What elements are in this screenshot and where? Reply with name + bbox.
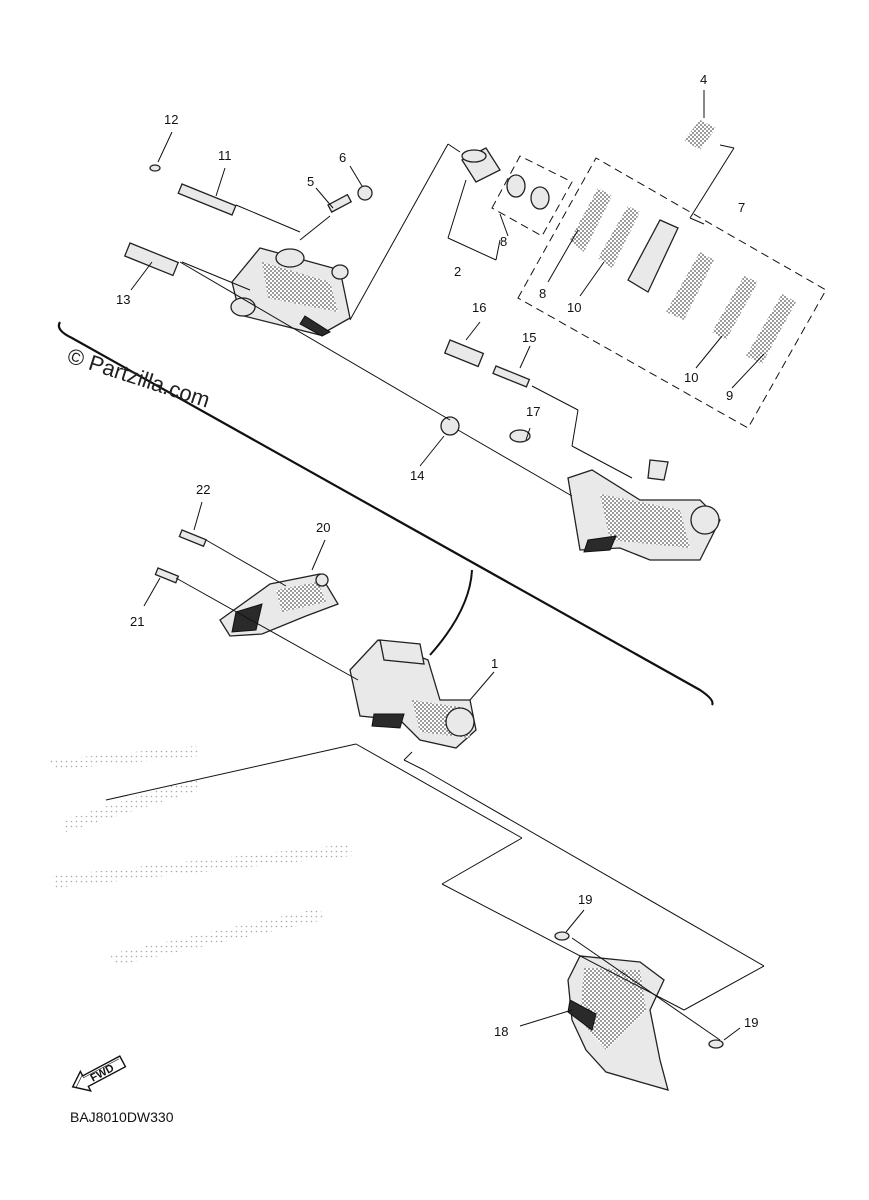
fwd-arrow-icon: FWD xyxy=(71,1055,127,1092)
callout-21: 21 xyxy=(130,614,144,629)
diagram-code: BAJ8010DW330 xyxy=(70,1109,174,1125)
lower-caliper-body xyxy=(349,639,477,749)
callout-8a: 8 xyxy=(500,234,507,249)
watermark: © Partzilla.com xyxy=(64,343,213,413)
callout-6: 6 xyxy=(339,150,346,165)
divider-connector xyxy=(429,569,473,656)
brake-pads xyxy=(570,188,796,364)
callout-2: 2 xyxy=(454,264,461,279)
callout-14: 14 xyxy=(410,468,424,483)
callout-22: 22 xyxy=(196,482,210,497)
seal-kit-box xyxy=(491,155,573,237)
boot-14 xyxy=(440,416,460,436)
callout-7: 7 xyxy=(738,200,745,215)
callout-12: 12 xyxy=(164,112,178,127)
callout-20: 20 xyxy=(316,520,330,535)
bolt-21 xyxy=(154,567,180,584)
callout-5: 5 xyxy=(307,174,314,189)
pad-kit-box xyxy=(517,157,827,429)
callout-1: 1 xyxy=(491,656,498,671)
background-hoses xyxy=(50,746,352,966)
callout-18: 18 xyxy=(494,1024,508,1039)
leader-lines-upper xyxy=(130,90,765,497)
callout-16: 16 xyxy=(472,300,486,315)
fwd-label: FWD xyxy=(88,1062,116,1084)
callout-13: 13 xyxy=(116,292,130,307)
bolt-15 xyxy=(492,365,531,388)
seal-rings xyxy=(506,174,550,210)
upper-caliper-body xyxy=(230,247,351,337)
upper-caliper-bracket xyxy=(567,459,721,561)
pad-spring-4 xyxy=(684,120,716,150)
bolt-19a xyxy=(554,931,570,941)
screw-12 xyxy=(149,164,161,172)
bolt-16 xyxy=(443,339,485,368)
callout-4: 4 xyxy=(700,72,707,87)
callout-8b: 8 xyxy=(539,286,546,301)
callout-9: 9 xyxy=(726,388,733,403)
bleed-screw-5 xyxy=(327,193,353,213)
piston-2 xyxy=(461,147,501,183)
heel-guard-18 xyxy=(567,955,669,1091)
pin-13 xyxy=(123,242,180,277)
callout-15: 15 xyxy=(522,330,536,345)
support-bracket-20 xyxy=(219,573,339,637)
callout-11: 11 xyxy=(218,148,232,163)
section-divider xyxy=(57,321,714,706)
bolt-19b xyxy=(708,1039,724,1049)
callout-19b: 19 xyxy=(744,1015,758,1030)
bolt-22 xyxy=(178,529,207,548)
leader-lines-lower xyxy=(105,501,765,1041)
callout-19a: 19 xyxy=(578,892,592,907)
cap-6 xyxy=(357,185,373,201)
clip-17 xyxy=(509,429,531,443)
callout-17: 17 xyxy=(526,404,540,419)
callout-10b: 10 xyxy=(684,370,698,385)
callout-labels: 1 2 4 5 6 7 8 8 9 10 10 11 12 13 14 15 1… xyxy=(116,72,758,1039)
callout-10a: 10 xyxy=(567,300,581,315)
pin-11 xyxy=(177,183,237,216)
